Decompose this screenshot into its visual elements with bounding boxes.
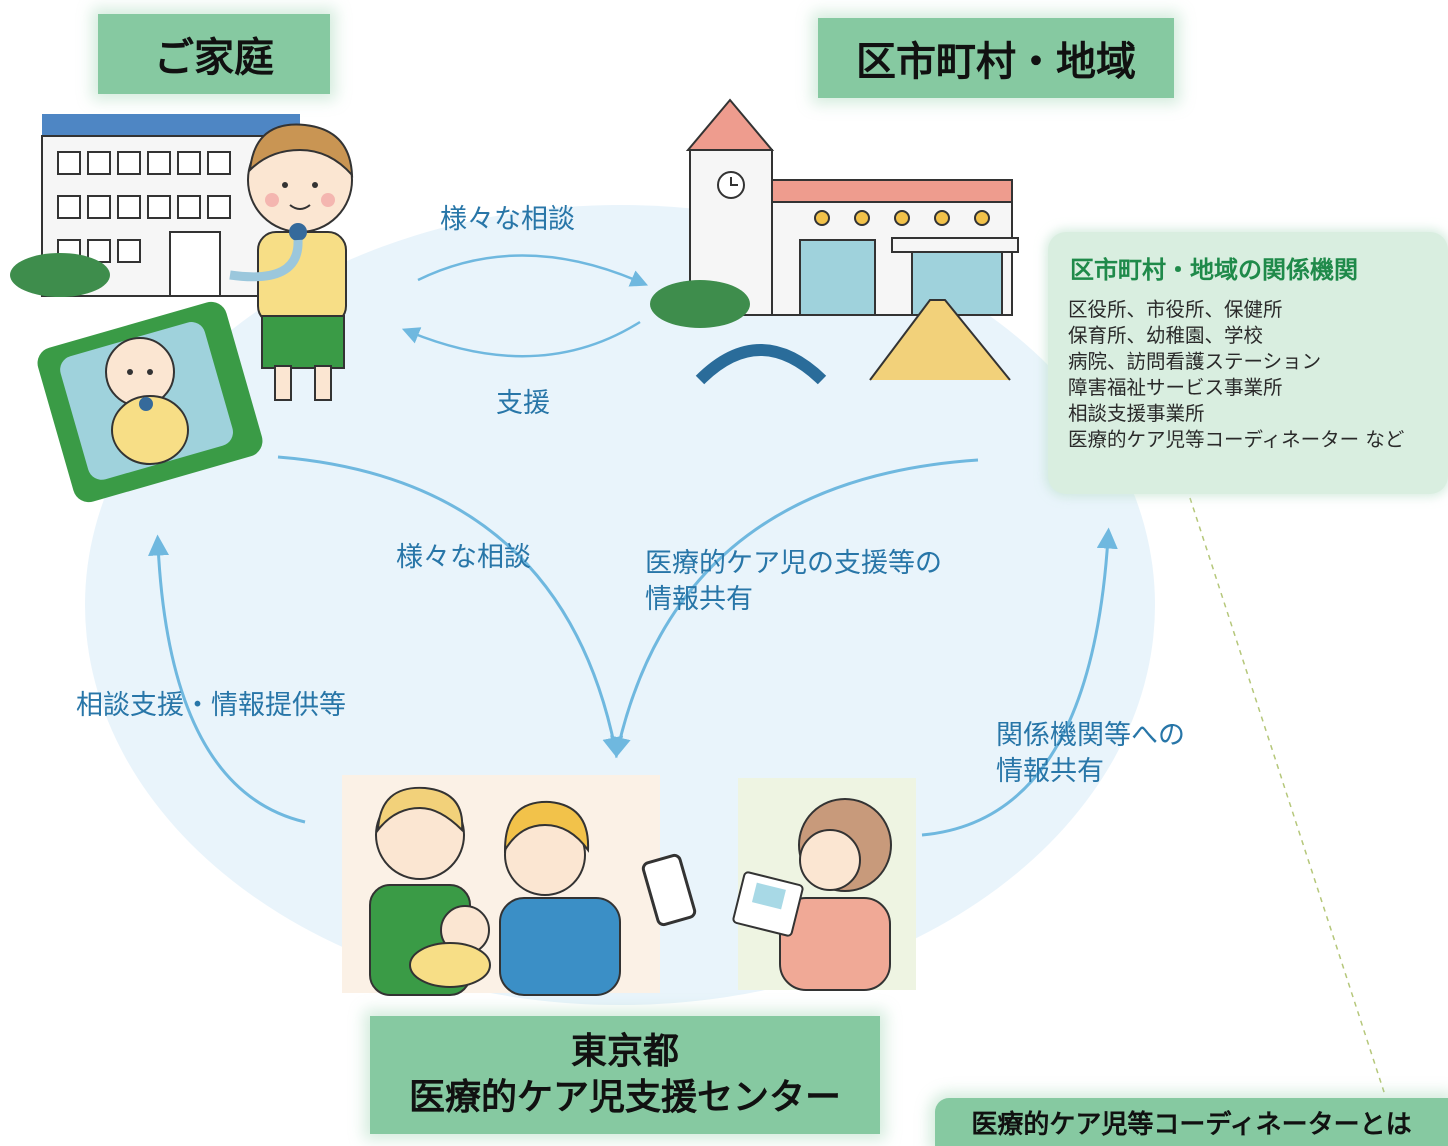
label-center-to-municipality: 医療的ケア児の支援等の 情報共有 (645, 546, 942, 618)
label-center-to-home: 相談支援・情報提供等 (76, 690, 346, 721)
home-header-text: ご家庭 (154, 35, 274, 81)
family-illustration (342, 775, 697, 996)
municipality-header-text: 区市町村・地域 (856, 39, 1136, 85)
leader-dashed-line (1189, 497, 1386, 1096)
label-home-to-center: 様々な相談 (396, 542, 531, 573)
arrow-home-to-municipality (417, 254, 649, 287)
arrow-municipality-to-home (401, 320, 641, 358)
label-center-to-municipality-line1: 医療的ケア児の支援等の (645, 548, 942, 579)
coordinator-header-text: 医療的ケア児等コーディネーターとは (971, 1109, 1412, 1140)
label-center-to-organizations-line2: 情報共有 (996, 756, 1104, 787)
center-header-line2: 医療的ケア児支援センター (408, 1077, 841, 1118)
organizations-box: 区市町村・地域の関係機関 区役所、市役所、保健所 保育所、幼稚園、学校 病院、訪… (1048, 232, 1448, 494)
center-header-line1: 東京都 (570, 1031, 679, 1072)
label-center-to-organizations-line1: 関係機関等への (996, 720, 1185, 751)
organization-item: 医療的ケア児等コーディネーター など (1068, 428, 1405, 451)
municipality-header: 区市町村・地域 (818, 18, 1174, 98)
organization-item: 保育所、幼稚園、学校 (1068, 324, 1264, 347)
organization-item: 区役所、市役所、保健所 (1068, 298, 1283, 321)
baby-on-mat-illustration (37, 301, 263, 503)
coordinator-illustration (732, 778, 916, 991)
label-home-to-municipality: 様々な相談 (440, 204, 575, 235)
arrow-home-to-center (277, 455, 624, 759)
arrow-center-to-home (148, 534, 306, 824)
arrow-municipality-to-center (610, 458, 979, 759)
label-center-to-organizations: 関係機関等への 情報共有 (996, 718, 1185, 790)
label-center-to-municipality-line2: 情報共有 (645, 584, 753, 615)
municipality-building-illustration (650, 98, 1019, 385)
organizations-list: 区役所、市役所、保健所 保育所、幼稚園、学校 病院、訪問看護ステーション 障害福… (1048, 297, 1448, 453)
center-header: 東京都 医療的ケア児支援センター (370, 1016, 880, 1134)
home-header: ご家庭 (98, 14, 330, 94)
label-municipality-to-home: 支援 (496, 388, 550, 419)
coordinator-header: 医療的ケア児等コーディネーターとは (935, 1098, 1448, 1146)
child-standing-illustration (229, 123, 354, 401)
organization-item: 相談支援事業所 (1068, 402, 1205, 425)
organization-item: 障害福祉サービス事業所 (1068, 376, 1283, 399)
organization-item: 病院、訪問看護ステーション (1068, 350, 1322, 373)
arrow-center-to-organizations (921, 527, 1118, 837)
organizations-title: 区市町村・地域の関係機関 (1070, 256, 1358, 284)
